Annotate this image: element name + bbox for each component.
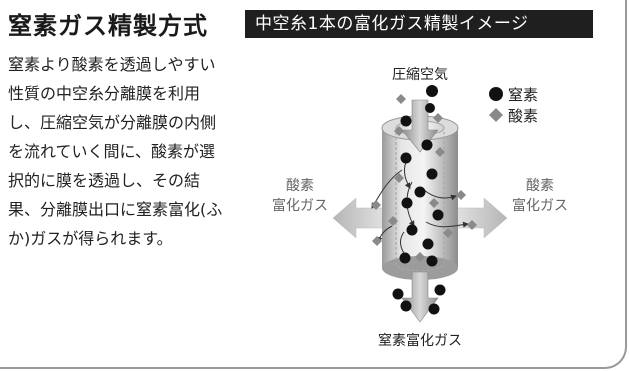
- oxygen-molecule: [388, 216, 398, 226]
- nitrogen-molecule: [400, 152, 412, 164]
- nitrogen-molecule: [401, 197, 413, 209]
- oxygen-molecule: [394, 173, 404, 183]
- oxygen-molecule: [467, 220, 477, 230]
- legend-nitrogen-label: 窒素: [508, 86, 538, 104]
- diagram-title-banner: 中空糸1本の富化ガス精製イメージ: [245, 10, 593, 38]
- right-outflow-arrow: [454, 197, 508, 239]
- nitrogen-molecule: [400, 300, 412, 312]
- oxygen-molecule: [415, 252, 425, 262]
- nitrogen-molecule: [406, 224, 418, 236]
- oxygen-molecule: [372, 236, 382, 246]
- nitrogen-molecule: [422, 238, 434, 250]
- legend-oxygen-marker: [489, 108, 503, 122]
- nitrogen-molecule: [400, 115, 412, 127]
- nitrogen-molecule: [414, 186, 426, 198]
- legend-nitrogen-marker: [489, 87, 503, 101]
- nitrogen-molecule: [426, 255, 438, 267]
- oxygen-molecule: [435, 147, 445, 157]
- oxygen-molecule: [394, 126, 404, 136]
- nitrogen-molecule: [432, 209, 444, 221]
- oxygen-molecule: [371, 200, 381, 210]
- nitrogen-molecule: [392, 288, 404, 300]
- nitrogen-molecule: [428, 303, 440, 315]
- right-gas-label-line2: 富化ガス: [512, 197, 568, 214]
- legend-oxygen-label: 酸素: [508, 107, 538, 125]
- oxygen-molecule: [433, 113, 443, 123]
- nitrogen-molecule: [399, 252, 411, 264]
- oxygen-molecules: [371, 94, 477, 262]
- nitrogen-molecule: [426, 168, 438, 180]
- input-label: 圧縮空気: [392, 67, 448, 83]
- right-gas-label-line1: 酸素: [526, 178, 554, 194]
- oxygen-molecule: [443, 228, 453, 238]
- nitrogen-molecule: [434, 284, 446, 296]
- outflow-arrow: [401, 271, 439, 323]
- nitrogen-molecule: [425, 103, 435, 113]
- nitrogen-molecules: [392, 85, 446, 315]
- oxygen-molecule: [429, 198, 439, 208]
- page-title: 窒素ガス精製方式: [8, 12, 208, 40]
- nitrogen-molecule: [426, 85, 438, 97]
- legend: 窒素 酸素: [489, 86, 538, 125]
- left-gas-label-line2: 富化ガス: [272, 197, 328, 214]
- oxygen-molecule: [456, 190, 466, 200]
- output-label: 窒素富化ガス: [378, 332, 462, 349]
- left-gas-label-line1: 酸素: [286, 178, 314, 194]
- oxygen-molecule: [396, 94, 406, 104]
- description-text: 窒素より酸素を透過しやすい性質の中空糸分離膜を利用し、圧縮空気が分離膜の内側を流…: [8, 55, 223, 248]
- nitrogen-molecule: [421, 139, 433, 151]
